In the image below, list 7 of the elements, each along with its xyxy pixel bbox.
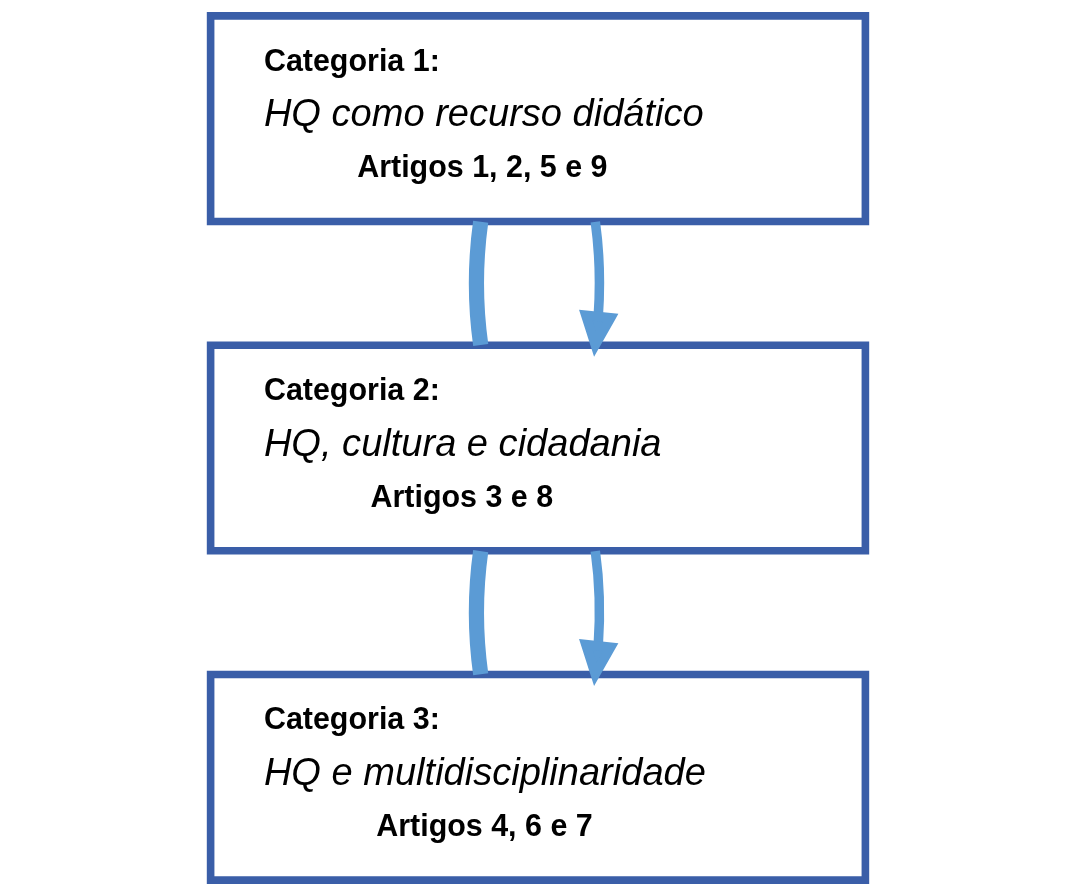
connector [468, 220, 488, 346]
connector [468, 550, 488, 676]
node-box: Categoria 1: HQ como recurso didático Artigos 1, 2, 5 e 9 [206, 12, 869, 226]
node-box: Categoria 2: HQ, cultura e cidadania Artigos 3 e 8 [206, 341, 869, 555]
arrow [578, 550, 618, 687]
node-box: Categoria 3: HQ e multidisciplinaridade Artigos 4, 6 e 7 [206, 670, 869, 884]
arrow [578, 221, 618, 357]
